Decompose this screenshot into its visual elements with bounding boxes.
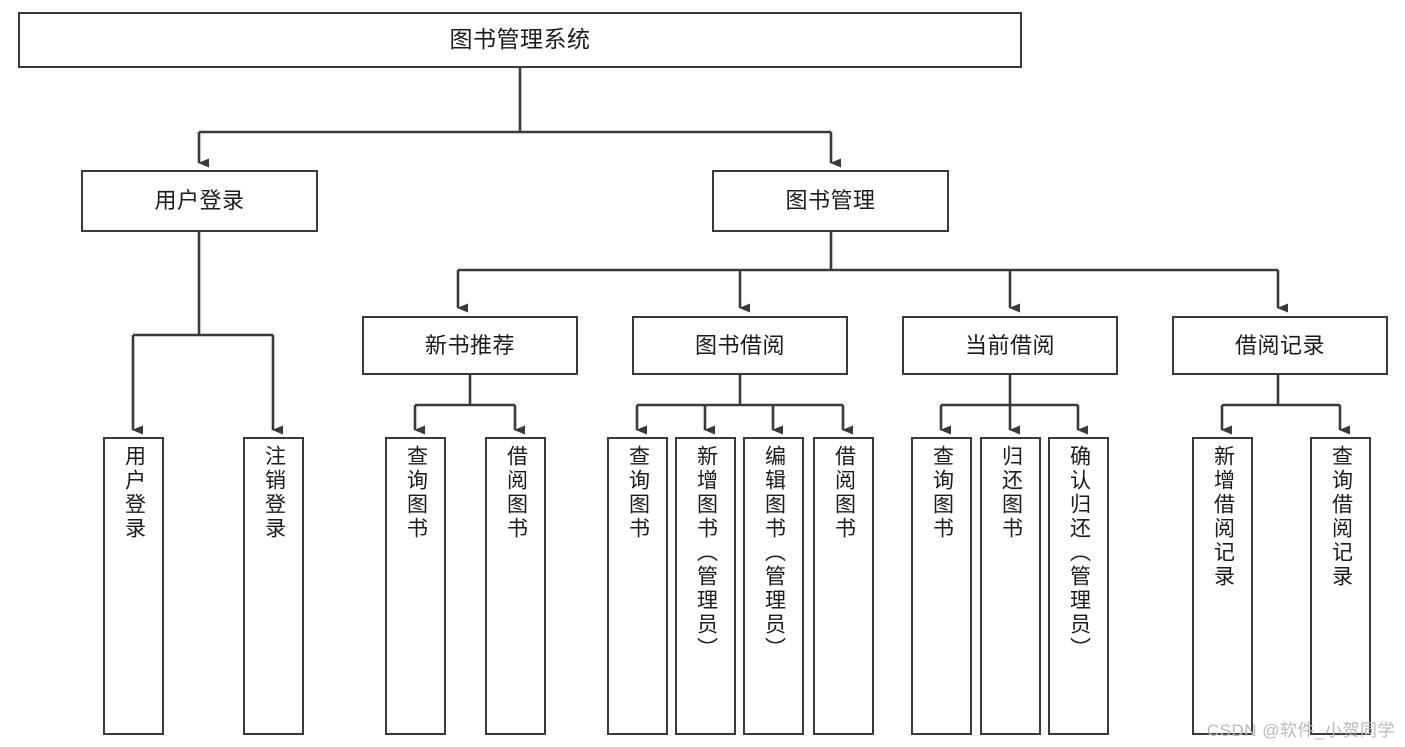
node-label: 查询借阅记录 — [1329, 445, 1353, 589]
node-leaf-borrow-book-1[interactable]: 借阅图书 — [485, 437, 546, 735]
node-label: 编辑图书（管理员） — [762, 445, 786, 661]
node-user-login[interactable]: 用户登录 — [81, 170, 318, 232]
node-leaf-add-record[interactable]: 新增借阅记录 — [1192, 437, 1253, 735]
node-label: 当前借阅 — [964, 332, 1055, 358]
node-leaf-borrow-book-2[interactable]: 借阅图书 — [813, 437, 874, 735]
node-root-system[interactable]: 图书管理系统 — [18, 12, 1022, 68]
node-leaf-logout-login[interactable]: 注销登录 — [243, 437, 304, 735]
node-label: 注销登录 — [262, 445, 286, 541]
node-label: 图书管理系统 — [449, 26, 591, 53]
node-label: 用户登录 — [154, 188, 245, 214]
node-label: 用户登录 — [122, 445, 146, 541]
node-current-borrow[interactable]: 当前借阅 — [902, 316, 1118, 375]
node-leaf-add-book[interactable]: 新增图书（管理员） — [675, 437, 736, 735]
node-label: 查询图书 — [930, 445, 954, 541]
node-leaf-query-book-2[interactable]: 查询图书 — [607, 437, 668, 735]
node-new-book-recommend[interactable]: 新书推荐 — [362, 316, 578, 375]
node-label: 新增图书（管理员） — [694, 445, 718, 661]
node-label: 查询图书 — [404, 445, 428, 541]
node-leaf-query-book-1[interactable]: 查询图书 — [385, 437, 446, 735]
node-book-borrow[interactable]: 图书借阅 — [632, 316, 848, 375]
node-label: 借阅记录 — [1234, 332, 1325, 358]
node-leaf-edit-book[interactable]: 编辑图书（管理员） — [743, 437, 804, 735]
node-leaf-query-record[interactable]: 查询借阅记录 — [1310, 437, 1371, 735]
node-label: 新书推荐 — [424, 332, 515, 358]
node-label: 借阅图书 — [504, 445, 528, 541]
node-label: 图书管理 — [785, 188, 876, 214]
node-label: 归还图书 — [999, 445, 1023, 541]
node-leaf-return-book[interactable]: 归还图书 — [980, 437, 1041, 735]
node-label: 图书借阅 — [694, 332, 785, 358]
node-book-management[interactable]: 图书管理 — [712, 170, 949, 232]
node-leaf-confirm-return[interactable]: 确认归还（管理员） — [1048, 437, 1109, 735]
node-label: 新增借阅记录 — [1211, 445, 1235, 589]
node-borrow-record[interactable]: 借阅记录 — [1172, 316, 1388, 375]
node-label: 借阅图书 — [832, 445, 856, 541]
node-label: 确认归还（管理员） — [1067, 445, 1091, 661]
node-leaf-query-book-3[interactable]: 查询图书 — [911, 437, 972, 735]
node-label: 查询图书 — [626, 445, 650, 541]
node-leaf-user-login[interactable]: 用户登录 — [103, 437, 164, 735]
watermark-text: CSDN @软件_小贺同学 — [1206, 721, 1395, 740]
